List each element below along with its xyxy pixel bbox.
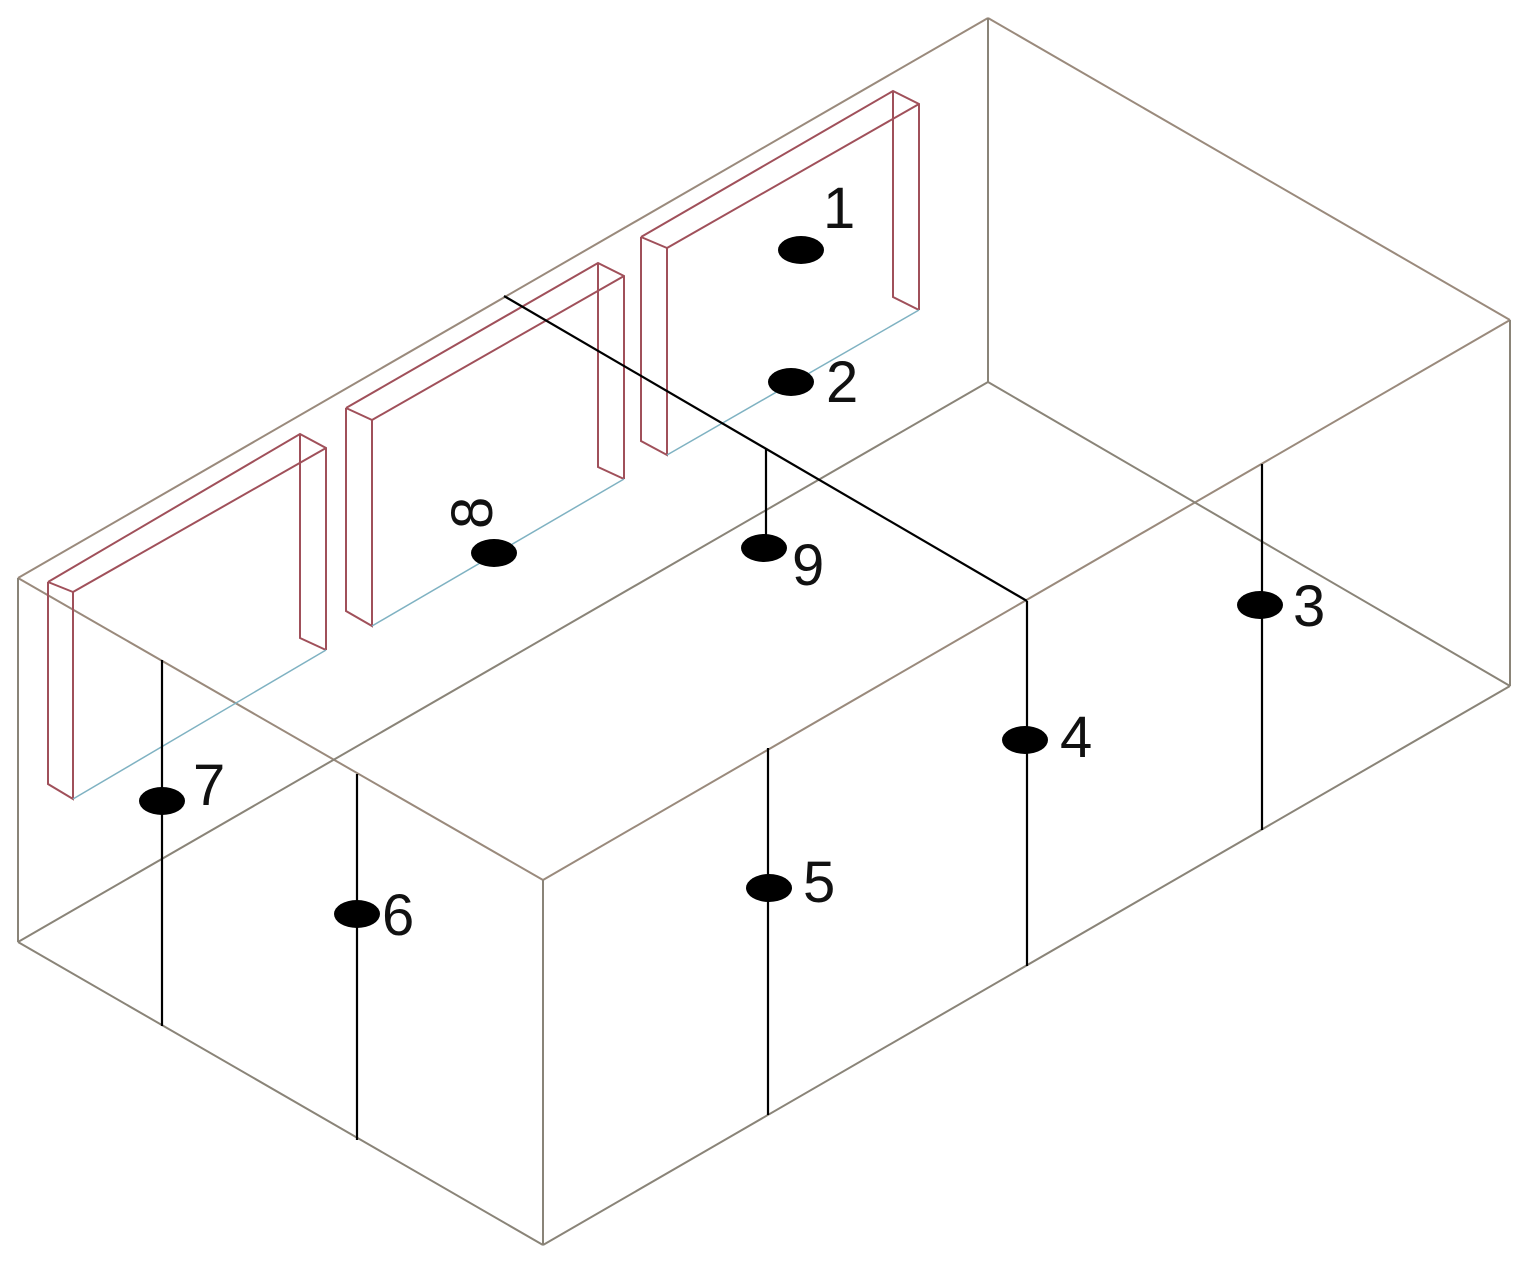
point-4-label: 4 bbox=[1060, 705, 1092, 770]
point-2-marker bbox=[768, 368, 814, 396]
point-7: 7 bbox=[139, 753, 225, 818]
box-edge-bottom-front-left bbox=[17, 941, 544, 1246]
point-1-marker bbox=[778, 236, 824, 264]
box-edge-bottom-back-left bbox=[17, 381, 989, 943]
point-2-label: 2 bbox=[826, 350, 858, 415]
point-4-marker bbox=[1002, 726, 1048, 754]
box-edge-top-front-left bbox=[17, 577, 544, 881]
point-3-label: 3 bbox=[1293, 574, 1325, 639]
point-3-marker bbox=[1237, 591, 1283, 619]
point-7-label: 7 bbox=[193, 753, 225, 818]
point-9-marker bbox=[741, 534, 787, 562]
point-6: 6 bbox=[334, 883, 414, 948]
point-8: 8 bbox=[440, 497, 517, 567]
point-5-label: 5 bbox=[803, 850, 835, 915]
wall-panels bbox=[47, 89, 920, 801]
room-box bbox=[17, 17, 1511, 1246]
point-5: 5 bbox=[746, 850, 835, 915]
point-6-label: 6 bbox=[382, 883, 414, 948]
point-8-label: 8 bbox=[440, 497, 505, 529]
point-8-marker bbox=[471, 539, 517, 567]
wall-panel-middle bbox=[345, 261, 625, 628]
box-edge-top-back-right bbox=[987, 17, 1511, 321]
wall-panel-right bbox=[640, 89, 920, 457]
wall-panel-left bbox=[47, 432, 327, 801]
point-7-marker bbox=[139, 787, 185, 815]
box-edge-bottom-back-right bbox=[987, 381, 1511, 687]
point-1: 1 bbox=[778, 176, 855, 264]
point-6-marker bbox=[334, 900, 380, 928]
point-5-marker bbox=[746, 874, 792, 902]
point-1-label: 1 bbox=[823, 176, 855, 241]
point-9-label: 9 bbox=[792, 533, 824, 598]
probe-lines bbox=[160, 295, 1264, 1140]
point-3: 3 bbox=[1237, 574, 1325, 639]
point-2: 2 bbox=[768, 350, 858, 415]
measurement-points: 1 2 3 4 5 6 7 8 bbox=[139, 176, 1325, 948]
point-4: 4 bbox=[1002, 705, 1092, 770]
point-9: 9 bbox=[741, 533, 824, 598]
box-edge-top-back-left bbox=[17, 17, 989, 579]
